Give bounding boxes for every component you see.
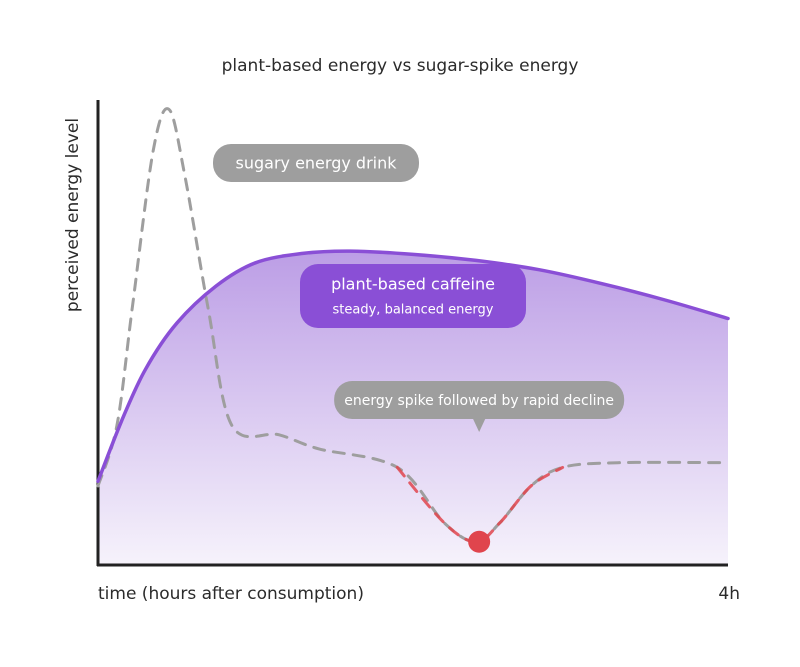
legend-label-plant-based-caffeine: plant-based caffeine: [331, 275, 495, 294]
annotation-spike-decline-background: [334, 381, 625, 419]
series-label-sugary-background: [213, 144, 419, 182]
annotation-marker-dot: [468, 530, 491, 553]
x-tick-label-end: 4h: [718, 584, 740, 604]
series-line-sugary-energy-drink: [96, 107, 730, 544]
series-label-sugary: sugary energy drink: [213, 144, 419, 182]
series-label-plant-background: [300, 264, 526, 328]
x-axis-label: time (hours after consumption): [98, 584, 364, 604]
annotation-spike-decline: energy spike followed by rapid decline: [334, 381, 625, 419]
legend-sublabel-plant-based: steady, balanced energy: [333, 303, 494, 318]
annotation-label: energy spike followed by rapid decline: [344, 393, 614, 409]
chart-title: plant-based energy vs sugar-spike energy: [221, 56, 579, 76]
series-line-plant-based-caffeine: [96, 249, 730, 484]
series-label-plant: plant-based caffeine steady, balanced ene…: [300, 264, 526, 328]
annotation-pointer: [472, 417, 487, 432]
legend-label-sugary-energy-drink: sugary energy drink: [236, 154, 398, 173]
